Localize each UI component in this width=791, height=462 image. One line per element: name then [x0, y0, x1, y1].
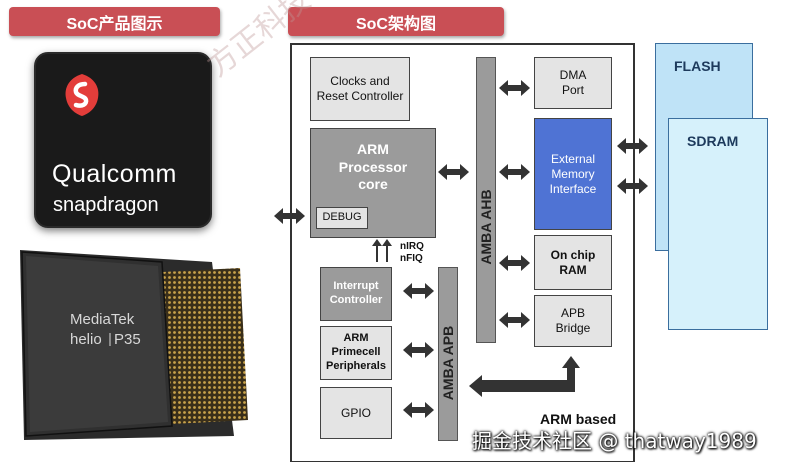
ahb-ram-arrow [499, 255, 530, 271]
snapdragon-logo-icon [65, 74, 99, 116]
emi-sdram-arrow [617, 178, 648, 194]
emi-flash-arrow [617, 138, 648, 154]
ahb-emi-arrow [499, 164, 530, 180]
snapdragon-text: snapdragon [53, 194, 159, 216]
arm-based-label: ARM based [540, 411, 617, 427]
left-edge-arrow [274, 208, 305, 224]
mediatek-chip-image: MediaTek helio P35 [12, 240, 252, 445]
irq-arrows [372, 239, 392, 262]
sdram-block: SDRAM [668, 118, 768, 330]
amba-apb-bus [438, 267, 458, 441]
qualcomm-brand-text: Qualcomm [52, 160, 177, 188]
sdram-label: SDRAM [687, 133, 739, 149]
gpio-block: GPIO [320, 387, 392, 439]
architecture-header: SoC架构图 [288, 7, 504, 36]
credit-text: 掘金技术社区 @ thatway1989 [472, 429, 757, 453]
interrupt-apb-arrow [403, 283, 434, 299]
apb-bridge-to-apb-arrow [469, 356, 580, 397]
product-images-header: SoC产品图示 [9, 7, 220, 36]
amba-ahb-bus [476, 57, 496, 343]
gpio-apb-arrow [403, 402, 434, 418]
helio-text: helio [70, 331, 102, 348]
arm-to-ahb-arrow [438, 164, 469, 180]
qualcomm-chip-image: Qualcomm snapdragon [34, 52, 212, 228]
mediatek-brand-text: MediaTek [70, 311, 135, 328]
ahb-apb-bridge-arrow [499, 312, 530, 328]
ahb-dma-arrow [499, 80, 530, 96]
flash-label: FLASH [674, 58, 721, 74]
primecell-apb-arrow [403, 342, 434, 358]
helio-model-text: P35 [114, 331, 141, 348]
debug-block: DEBUG [316, 207, 368, 229]
